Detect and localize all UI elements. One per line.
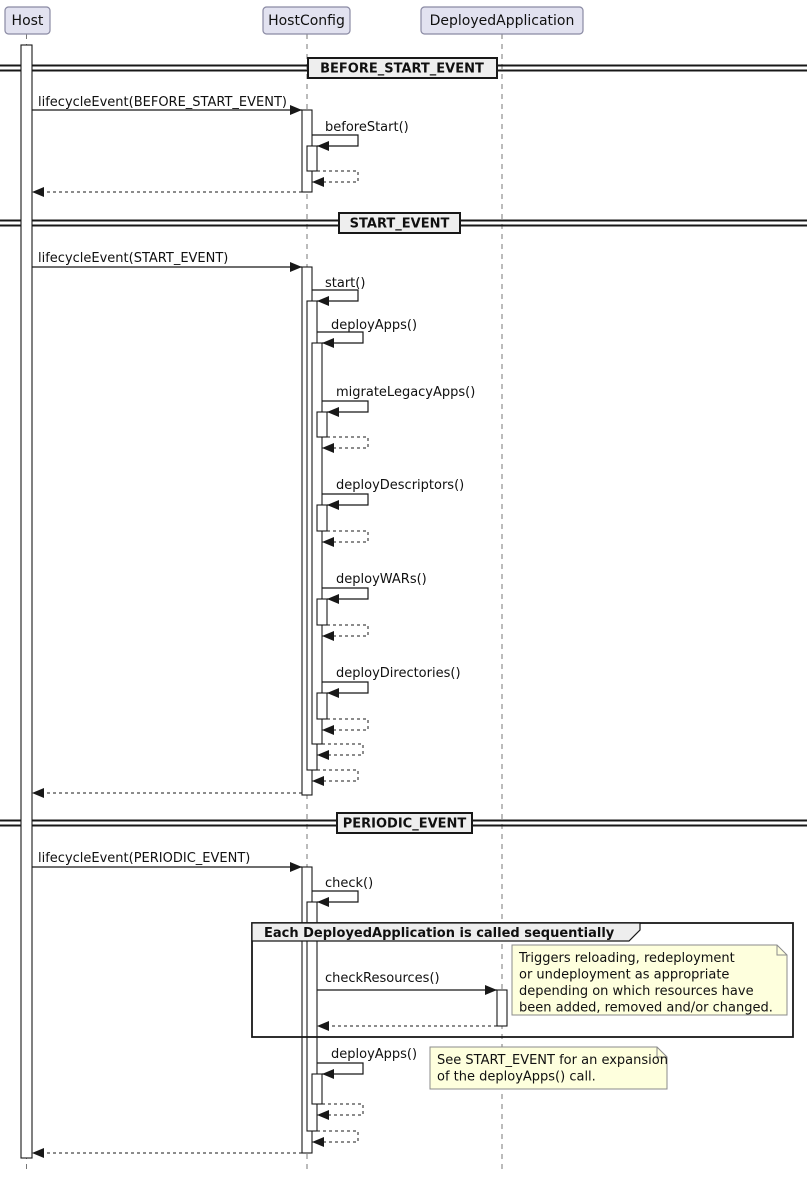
arrow-deploydirectories-call [322, 681, 369, 698]
note-deploy-apps: See START_EVENT for an expansion of the … [429, 1046, 668, 1090]
divider-label: START_EVENT [350, 217, 450, 232]
message-label: deployDescriptors() [336, 478, 464, 493]
arrow-check-return [312, 1130, 359, 1147]
note-line: or undeployment as appropriate [519, 968, 729, 983]
participant-label-deployedapplication: DeployedApplication [430, 13, 575, 29]
message-label: start() [325, 276, 365, 291]
note-line: of the deployApps() call. [437, 1070, 596, 1085]
participants: Host HostConfig DeployedApplication [4, 6, 584, 35]
participant-box-deployedapplication [420, 6, 584, 35]
note-line: See START_EVENT for an expansion [437, 1053, 668, 1068]
divider-before-start-event: BEFORE_START_EVENT [0, 57, 807, 79]
arrow-deployapps-return [317, 743, 364, 760]
lifelines [26, 34, 503, 1170]
message-label: lifecycleEvent(START_EVENT) [38, 251, 228, 266]
divider-periodic-event: PERIODIC_EVENT [0, 812, 807, 834]
arrow-deploydirectories-return [322, 718, 369, 735]
arrow-migratelegacyapps-call [322, 400, 369, 417]
group-title: Each DeployedApplication is called seque… [264, 926, 615, 941]
activation-bar-check [306, 901, 318, 1132]
note-body [511, 944, 788, 1016]
note-line: Triggers reloading, redeployment [518, 951, 735, 966]
message-label: deployApps() [331, 318, 417, 333]
participant-box-host [4, 6, 51, 35]
arrow-check-call [312, 890, 359, 907]
section-before-start-event: lifecycleEvent(BEFORE_START_EVENT) befor… [32, 95, 409, 197]
arrow-start-return [312, 769, 359, 786]
message-label: checkResources() [325, 971, 440, 986]
divider-label-box [307, 57, 498, 79]
arrow-deploydescriptors-return [322, 530, 369, 547]
activation-bar-migratelegacyapps [316, 411, 328, 438]
divider-start-event: START_EVENT [0, 212, 807, 234]
activation-bar-deploywars [316, 598, 328, 626]
arrow-deployapps-periodic-call [317, 1062, 364, 1079]
section-start-event: lifecycleEvent(START_EVENT) start() depl… [32, 251, 475, 798]
arrow-deployapps-call [317, 331, 364, 348]
group-header [251, 922, 641, 942]
activation-bar-deploydescriptors [316, 504, 328, 532]
divider-label-box [336, 812, 473, 834]
note-body [429, 1046, 668, 1090]
activation-bar-deployedapplication [496, 989, 508, 1027]
activation-bar-host [20, 44, 33, 1159]
message-label: deployWARs() [336, 572, 427, 587]
arrow-beforestart-return [312, 170, 359, 187]
message-label: check() [325, 876, 373, 891]
message-label: beforeStart() [325, 120, 409, 135]
message-label: lifecycleEvent(BEFORE_START_EVENT) [38, 95, 287, 110]
divider-label-box [338, 212, 461, 234]
message-label: deployApps() [331, 1047, 417, 1062]
activation-bar-deployapps-periodic [311, 1073, 323, 1105]
participant-label-hostconfig: HostConfig [268, 13, 345, 29]
note-fold-corner [776, 945, 787, 956]
arrow-start-call [312, 289, 359, 306]
arrow-deploywars-return [322, 624, 369, 641]
message-label: lifecycleEvent(PERIODIC_EVENT) [38, 851, 250, 866]
section-periodic-event: lifecycleEvent(PERIODIC_EVENT) check() E… [32, 851, 794, 1158]
arrow-deploydescriptors-call [322, 493, 369, 510]
note-line: depending on which resources have [519, 984, 754, 999]
note-line: been added, removed and/or changed. [519, 1001, 773, 1016]
activation-bar-beforestart [306, 145, 318, 172]
message-label: deployDirectories() [336, 666, 461, 681]
message-label: migrateLegacyApps() [336, 385, 475, 400]
arrow-beforestart-call [312, 134, 359, 151]
participant-label-host: Host [12, 13, 44, 29]
arrow-deploywars-call [322, 587, 369, 604]
activation-bar-deployapps [311, 342, 323, 745]
divider-label: PERIODIC_EVENT [343, 817, 467, 832]
participant-box-hostconfig [262, 6, 351, 35]
arrow-migratelegacyapps-return [322, 436, 369, 453]
note-fold-corner [656, 1047, 667, 1058]
arrow-deployapps-periodic-return [317, 1103, 364, 1120]
note-check-resources: Triggers reloading, redeployment or unde… [511, 944, 788, 1016]
divider-label: BEFORE_START_EVENT [320, 62, 484, 77]
activation-bar-deploydirectories [316, 692, 328, 720]
activation-bars [20, 44, 508, 1159]
